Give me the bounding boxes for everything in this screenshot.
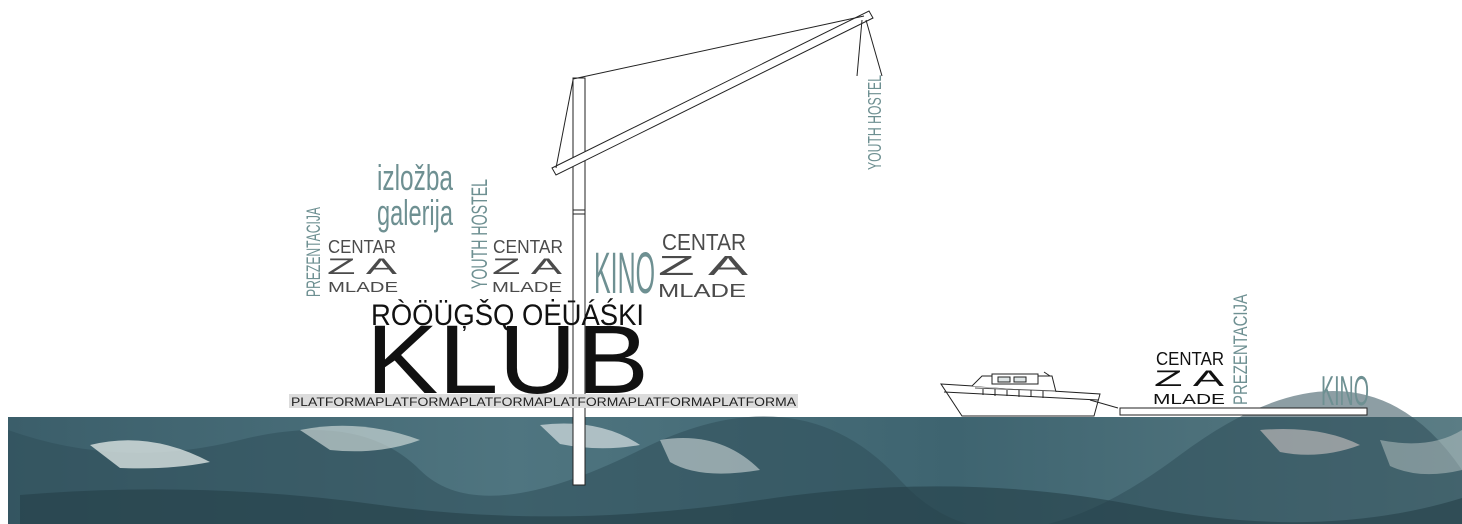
- label-za: Z A: [658, 250, 749, 281]
- platforma-strip: PLATFORMAPLATFORMAPLATFORMAPLATFORMAPLAT…: [291, 395, 796, 409]
- boat-window: [1013, 376, 1027, 383]
- label-za: Z A: [327, 254, 398, 279]
- label-mlade: MLADE: [1153, 391, 1225, 408]
- label-youth-hostel-left: YOUTH HOSTEL: [467, 179, 492, 289]
- label-centar: CENTAR: [328, 237, 396, 257]
- label-centar: CENTAR: [662, 229, 746, 255]
- centar-za-mlade-2: CENTAR Z A MLADE: [492, 237, 563, 296]
- label-mlade: MLADE: [492, 279, 562, 296]
- water-band: [8, 391, 1462, 524]
- label-za: Z A: [1154, 366, 1225, 391]
- label-prezentacija-left: PREZENTACIJA: [304, 207, 325, 297]
- label-galerija: galerija: [377, 192, 454, 233]
- label-youth-hostel-crane: YOUTH HOSTEL: [865, 75, 885, 170]
- label-izlozba: izložba: [377, 157, 454, 198]
- label-kino-right: KINO: [1321, 367, 1369, 414]
- platforma-strip-bg: [289, 394, 798, 408]
- centar-za-mlade-right: CENTAR Z A MLADE: [1153, 349, 1225, 408]
- boat-window: [997, 376, 1011, 383]
- crane-mast: [572, 77, 586, 486]
- crane-boom: [551, 10, 874, 176]
- label-kino-left: KINO: [594, 241, 655, 306]
- centar-za-mlade-3: CENTAR Z A MLADE: [658, 229, 749, 301]
- label-za: Z A: [492, 254, 563, 279]
- label-centar: CENTAR: [1156, 349, 1224, 369]
- crane-brace-left: [555, 79, 574, 169]
- garbled-title: RÒÖÜĢŠQ OĖŪÁŚKI: [371, 298, 644, 332]
- label-prezentacija-right: PREZENTACIJA: [1231, 294, 1252, 405]
- crane: [551, 10, 883, 486]
- label-centar: CENTAR: [493, 237, 563, 257]
- crane-cable-top: [572, 15, 865, 80]
- floating-platform: [1119, 407, 1368, 416]
- boat: [940, 371, 1119, 417]
- label-mlade: MLADE: [658, 281, 746, 301]
- label-mlade: MLADE: [328, 279, 398, 296]
- centar-za-mlade-1: CENTAR Z A MLADE: [327, 237, 398, 296]
